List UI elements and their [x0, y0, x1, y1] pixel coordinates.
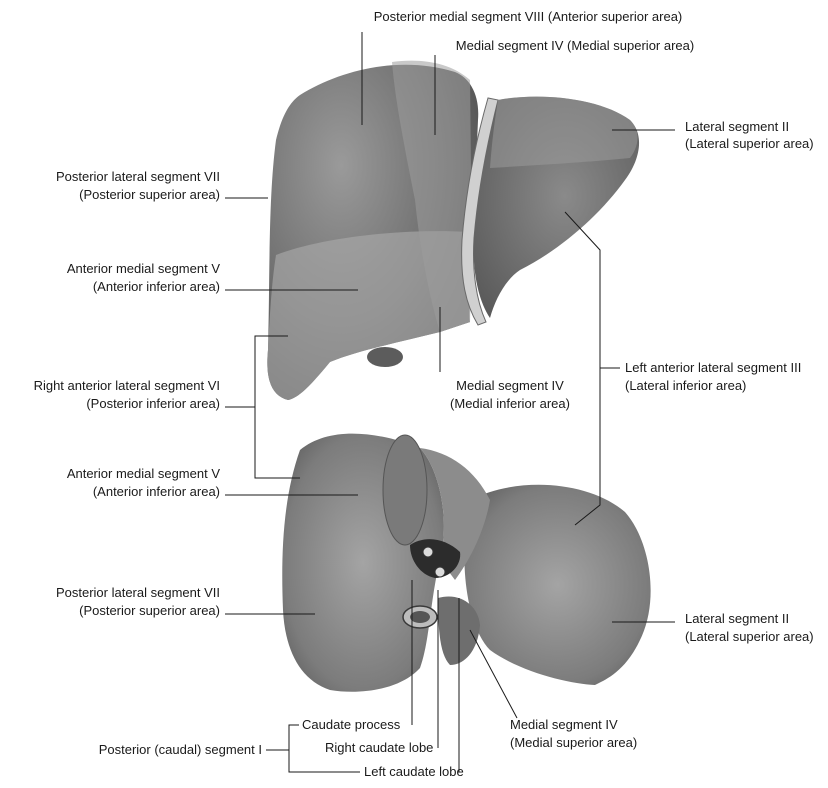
- label-medial-iv-inferior-line1: Medial segment IV: [456, 378, 564, 393]
- portal-vein-opening: [423, 547, 433, 557]
- hepatic-artery-opening: [435, 567, 445, 577]
- label-left-caudate-lobe: Left caudate lobe: [364, 764, 464, 779]
- label-right-anterior-lateral-vi-line1: Right anterior lateral segment VI: [34, 378, 220, 393]
- label-posterior-medial-viii: Posterior medial segment VIII (Anterior …: [374, 9, 683, 24]
- label-right-anterior-lateral-vi-line2: (Posterior inferior area): [86, 396, 220, 411]
- label-medial-iv-inferior-line2: (Medial inferior area): [450, 396, 570, 411]
- label-medial-iv-superior: Medial segment IV (Medial superior area): [456, 38, 694, 53]
- label-caudate-process: Caudate process: [302, 717, 401, 732]
- label-lateral-ii-bottom-line2: (Lateral superior area): [685, 629, 814, 644]
- inferior-vena-cava-lumen: [410, 611, 430, 623]
- label-anterior-medial-v-top-line2: (Anterior inferior area): [93, 279, 220, 294]
- label-anterior-medial-v-bottom-line1: Anterior medial segment V: [67, 466, 221, 481]
- label-posterior-lateral-vii-top-line2: (Posterior superior area): [79, 187, 220, 202]
- leader-left-anterior-iii: [565, 212, 600, 525]
- gallbladder-tip: [367, 347, 403, 367]
- label-posterior-lateral-vii-top-line1: Posterior lateral segment VII: [56, 169, 220, 184]
- liver-visceral-view: [282, 434, 650, 692]
- liver-anterior-view: [267, 61, 639, 400]
- left-lobe-upper-region: [490, 97, 638, 168]
- label-posterior-lateral-vii-bottom-line1: Posterior lateral segment VII: [56, 585, 220, 600]
- gallbladder-body: [383, 435, 427, 545]
- label-right-caudate-lobe: Right caudate lobe: [325, 740, 433, 755]
- label-posterior-lateral-vii-bottom-line2: (Posterior superior area): [79, 603, 220, 618]
- label-anterior-medial-v-bottom-line2: (Anterior inferior area): [93, 484, 220, 499]
- label-medial-iv-superior-bottom-line1: Medial segment IV: [510, 717, 618, 732]
- label-lateral-ii-top-line1: Lateral segment II: [685, 119, 789, 134]
- visceral-left-lobe: [464, 485, 650, 685]
- label-lateral-ii-top-line2: (Lateral superior area): [685, 136, 814, 151]
- label-medial-iv-superior-bottom-line2: (Medial superior area): [510, 735, 637, 750]
- label-posterior-caudal-segment-i: Posterior (caudal) segment I: [99, 742, 262, 757]
- label-lateral-ii-bottom-line1: Lateral segment II: [685, 611, 789, 626]
- label-left-anterior-lateral-iii-line2: (Lateral inferior area): [625, 378, 746, 393]
- label-anterior-medial-v-top-line1: Anterior medial segment V: [67, 261, 221, 276]
- bracket-caudal-segment-i: [289, 725, 297, 772]
- label-left-anterior-lateral-iii-line1: Left anterior lateral segment III: [625, 360, 801, 375]
